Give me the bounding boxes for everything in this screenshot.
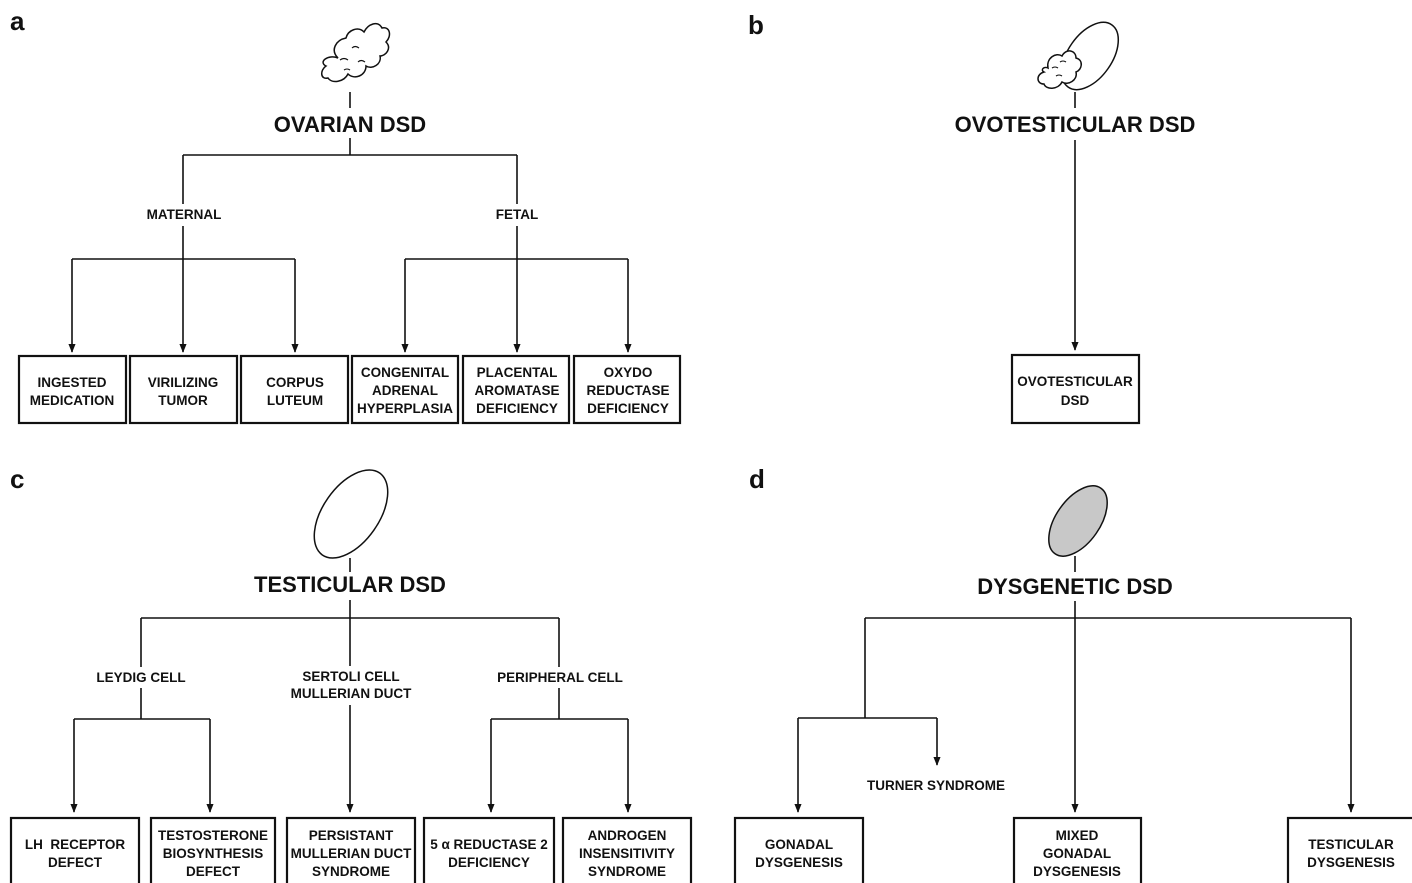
panel-a-title: OVARIAN DSD (274, 112, 426, 137)
svg-text:5 α REDUCTASE 2: 5 α REDUCTASE 2 (430, 837, 548, 852)
branch-leydig-cell-label: LEYDIG CELL (96, 670, 185, 685)
panel-b-letter: b (748, 10, 764, 40)
svg-text:SYNDROME: SYNDROME (312, 864, 390, 879)
svg-text:OVOTESTICULAR: OVOTESTICULAR (1017, 374, 1133, 389)
svg-text:LUTEUM: LUTEUM (267, 393, 323, 408)
box-ingested-medication: INGESTED MEDICATION (17, 354, 128, 425)
svg-text:DEFICIENCY: DEFICIENCY (448, 855, 530, 870)
svg-text:TESTICULAR: TESTICULAR (1308, 837, 1394, 852)
panel-c-letter: c (10, 464, 24, 494)
svg-text:INSENSITIVITY: INSENSITIVITY (579, 846, 675, 861)
svg-text:DEFECT: DEFECT (186, 864, 241, 879)
svg-text:PERSISTANT: PERSISTANT (309, 828, 394, 843)
svg-text:MIXED: MIXED (1056, 828, 1099, 843)
svg-text:VIRILIZING: VIRILIZING (148, 375, 219, 390)
svg-text:MULLERIAN DUCT: MULLERIAN DUCT (291, 846, 412, 861)
panel-a-letter: a (10, 6, 25, 36)
box-virilizing-tumor: VIRILIZING TUMOR (128, 354, 239, 425)
branch-turner-syndrome-label: TURNER SYNDROME (867, 778, 1005, 793)
box-placental-aromatase-deficiency: PLACENTAL AROMATASE DEFICIENCY (461, 354, 571, 425)
panel-a: a OVARIAN DSD MATERNAL FETAL INGESTED (10, 6, 682, 425)
box-corpus-luteum: CORPUS LUTEUM (239, 354, 350, 425)
box-mixed-gonadal-dysgenesis: MIXED GONADAL DYSGENESIS (1012, 816, 1143, 883)
panel-d-title: DYSGENETIC DSD (977, 574, 1173, 599)
svg-text:DEFECT: DEFECT (48, 855, 103, 870)
svg-text:LH RECEPTOR: LH RECEPTOR (25, 837, 126, 852)
box-gonadal-dysgenesis: GONADAL DYSGENESIS (733, 816, 865, 883)
svg-text:AROMATASE: AROMATASE (475, 383, 560, 398)
ovotestis-icon (1037, 21, 1120, 91)
box-persistant-mullerian-duct-syndrome: PERSISTANT MULLERIAN DUCT SYNDROME (285, 816, 417, 883)
svg-text:SYNDROME: SYNDROME (588, 864, 666, 879)
ovary-icon (321, 22, 391, 83)
box-testicular-dysgenesis: TESTICULAR DYSGENESIS (1286, 816, 1412, 883)
svg-text:DYSGENESIS: DYSGENESIS (1307, 855, 1395, 870)
svg-text:DYSGENESIS: DYSGENESIS (755, 855, 843, 870)
branch-fetal-label: FETAL (496, 207, 539, 222)
box-testosterone-biosynthesis-defect: TESTOSTERONE BIOSYNTHESIS DEFECT (149, 816, 277, 883)
streak-gonad-icon (1048, 485, 1108, 557)
panel-c: c TESTICULAR DSD LEYDIG CELL SERTOLI CEL… (9, 464, 693, 883)
branch-maternal-label: MATERNAL (147, 207, 222, 222)
svg-text:TESTOSTERONE: TESTOSTERONE (158, 828, 268, 843)
box-5-alpha-reductase-2-deficiency: 5 α REDUCTASE 2 DEFICIENCY (422, 816, 556, 883)
testis-icon (313, 469, 389, 559)
svg-text:ANDROGEN: ANDROGEN (588, 828, 667, 843)
svg-text:ADRENAL: ADRENAL (372, 383, 438, 398)
svg-text:MEDICATION: MEDICATION (30, 393, 115, 408)
box-lh-receptor-defect: LH RECEPTOR DEFECT (9, 816, 141, 883)
svg-text:DSD: DSD (1061, 393, 1090, 408)
svg-text:BIOSYNTHESIS: BIOSYNTHESIS (163, 846, 264, 861)
panel-b: b OVOTESTICULAR DSD OVOTESTICULAR DSD (748, 10, 1196, 425)
svg-text:GONADAL: GONADAL (1043, 846, 1111, 861)
branch-sertoli-cell-label: SERTOLI CELL (302, 669, 399, 684)
svg-text:HYPERPLASIA: HYPERPLASIA (357, 401, 453, 416)
box-oxydo-reductase-deficiency: OXYDO REDUCTASE DEFICIENCY (572, 354, 682, 425)
box-congenital-adrenal-hyperplasia: CONGENITAL ADRENAL HYPERPLASIA (350, 354, 460, 425)
branch-mullerian-duct-label: MULLERIAN DUCT (291, 686, 412, 701)
panel-b-title: OVOTESTICULAR DSD (955, 112, 1196, 137)
panel-c-title: TESTICULAR DSD (254, 572, 446, 597)
svg-text:CORPUS: CORPUS (266, 375, 324, 390)
svg-text:DEFICIENCY: DEFICIENCY (476, 401, 558, 416)
branch-peripheral-cell-label: PERIPHERAL CELL (497, 670, 623, 685)
svg-text:GONADAL: GONADAL (765, 837, 833, 852)
svg-text:REDUCTASE: REDUCTASE (586, 383, 669, 398)
svg-text:PLACENTAL: PLACENTAL (477, 365, 558, 380)
svg-text:DYSGENESIS: DYSGENESIS (1033, 864, 1121, 879)
svg-text:OXYDO: OXYDO (604, 365, 653, 380)
svg-text:DEFICIENCY: DEFICIENCY (587, 401, 669, 416)
box-ovotesticular-dsd: OVOTESTICULAR DSD (1010, 353, 1141, 425)
svg-text:INGESTED: INGESTED (37, 375, 106, 390)
panel-d-letter: d (749, 464, 765, 494)
panel-d: d DYSGENETIC DSD TURNER SYNDROME GONADAL… (733, 464, 1412, 883)
box-androgen-insensitivity-syndrome: ANDROGEN INSENSITIVITY SYNDROME (561, 816, 693, 883)
svg-text:CONGENITAL: CONGENITAL (361, 365, 449, 380)
svg-text:TUMOR: TUMOR (158, 393, 208, 408)
